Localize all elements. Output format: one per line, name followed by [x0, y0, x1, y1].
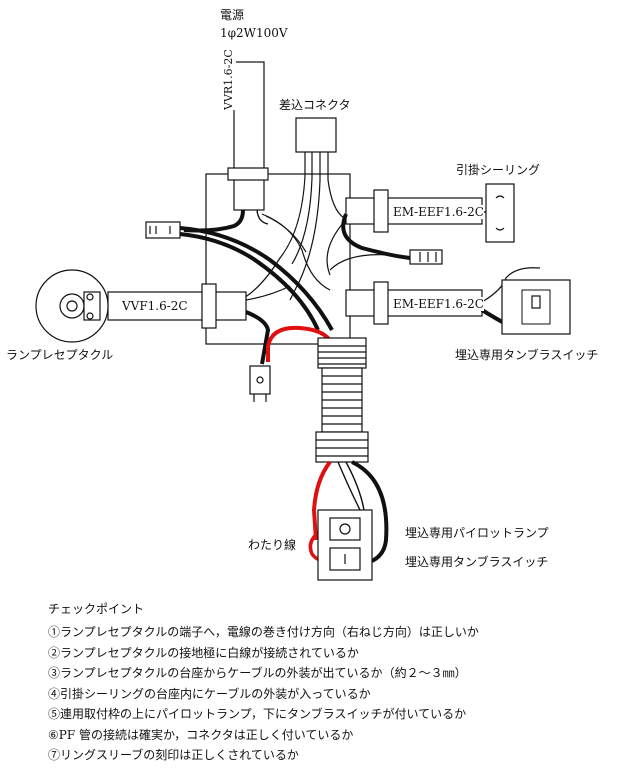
switch-plate: [317, 509, 373, 581]
pilot-lamp-label: 埋込専用パイロットランプ: [405, 526, 549, 540]
embedded-switch-right-label: 埋込専用タンブラスイッチ: [455, 348, 599, 362]
embedded-switch-right: [501, 279, 571, 335]
em-eef-top-cable: [341, 189, 492, 260]
left-splice-connector: [145, 221, 334, 331]
embedded-switch-bottom-label: 埋込専用タンブラスイッチ: [405, 555, 549, 569]
checklist-item-6: ⑥PF 管の接続は確実か，コネクタは正しく付いているか: [48, 727, 354, 742]
checklist-item-3: ③ランプレセプタクルの台座からケーブルの外装が出ているか（約２～３㎜）: [48, 666, 467, 680]
bottom-splice-connector: [249, 365, 271, 402]
power-title: 電源: [220, 8, 245, 22]
push-in-connector: [239, 117, 345, 301]
checklist: チェックポイント ①ランプレセプタクルの端子へ，電線の巻き付け方向（右ねじ方向）…: [48, 600, 608, 766]
jumper-wire-label: わたり線: [248, 538, 297, 552]
lamp-receptacle: [35, 269, 109, 343]
lamp-receptacle-label: ランプレセプタクル: [6, 348, 114, 362]
power-spec: 1φ2W100V: [220, 26, 288, 40]
checklist-item-2: ②ランプレセプタクルの接地極に白線が接続されているか: [48, 645, 359, 660]
vvr-cable-label: VVR1.6-2C: [222, 49, 236, 110]
checklist-items: ①ランプレセプタクルの端子へ，電線の巻き付け方向（右ねじ方向）は正しいか ②ラン…: [48, 622, 608, 766]
pf-conduit: [315, 337, 369, 463]
red-wire-box: [266, 325, 334, 362]
em-eef-top-label: EM-EEF1.6-2C: [393, 205, 484, 219]
vvf-cable-label: VVF1.6-2C: [122, 299, 188, 313]
checklist-item-7: ⑦リングスリーブの刻印は正しくされているか: [48, 748, 299, 762]
right-splice-connector: [409, 249, 443, 265]
ceiling-rosette: [485, 183, 515, 243]
vvf-cable: [107, 283, 291, 365]
connector-label: 差込コネクタ: [279, 98, 351, 112]
checklist-item-5: ⑤連用取付枠の上にパイロットランプ，下にタンブラスイッチが付いているか: [48, 707, 467, 721]
em-eef-bottom-label: EM-EEF1.6-2C: [393, 297, 484, 311]
wiring-diagram: [35, 61, 571, 581]
checklist-item-4: ④引掛シーリングの台座内にケーブルの外装が入っているか: [48, 686, 371, 701]
checklist-item-1: ①ランプレセプタクルの端子へ，電線の巻き付け方向（右ねじ方向）は正しいか: [48, 625, 479, 639]
ceiling-rosette-label: 引掛シーリング: [456, 163, 541, 177]
checklist-title: チェックポイント: [48, 602, 145, 616]
